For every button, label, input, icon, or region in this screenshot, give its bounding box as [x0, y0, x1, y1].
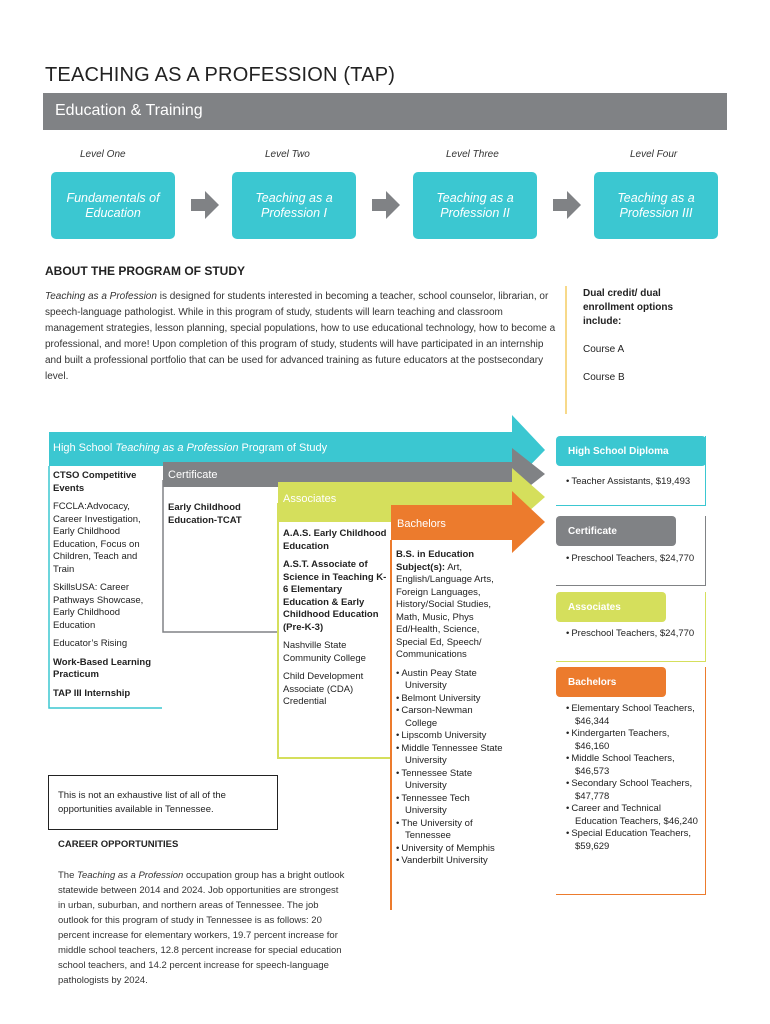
note-box: [48, 775, 278, 830]
level-three-course: Teaching as a Profession II: [413, 172, 537, 239]
certificate-arrow-label: Certificate: [168, 469, 218, 481]
level-four-label: Level Four: [630, 149, 678, 160]
list-item: Kindergarten Teachers, $46,160: [566, 728, 701, 753]
career-body-prefix: The: [58, 870, 78, 881]
list-item: The University of Tennessee: [396, 818, 506, 843]
bachelors-jobs: Elementary School Teachers, $46,344 Kind…: [566, 703, 701, 853]
hs-column: CTSO Competitive Events FCCLA:Advocacy, …: [53, 470, 158, 706]
list-item: Carson-Newman College: [396, 705, 506, 730]
hs-arrow-italic: Teaching as a Profession: [115, 442, 239, 454]
list-item: University of Memphis: [396, 843, 506, 856]
hs-arrow-label: High School Teaching as a Profession Pro…: [53, 442, 327, 454]
cda-credential: Child Development Associate (CDA) Creden…: [283, 671, 364, 707]
associates-arrow-label: Associates: [283, 493, 337, 505]
bachelors-column: B.S. in Education Subject(s): Art, Engli…: [396, 549, 506, 868]
list-item: Teacher Assistants, $19,493: [566, 476, 701, 489]
career-body-text: occupation group has a bright outlook st…: [58, 870, 345, 986]
bachelors-badge: Bachelors: [556, 667, 666, 697]
list-item: Lipscomb University: [396, 730, 506, 743]
level-three-label: Level Three: [446, 149, 499, 160]
list-item: Vanderbilt University: [396, 855, 506, 868]
about-body-italic: Teaching as a Profession: [45, 291, 157, 302]
hs-diploma-jobs: Teacher Assistants, $19,493: [566, 476, 701, 489]
career-heading: CAREER OPPORTUNITIES: [58, 839, 179, 850]
certificate-column: Early Childhood Education-TCAT: [168, 502, 273, 533]
level-one-course: Fundamentals of Education: [51, 172, 175, 239]
level-two-label: Level Two: [265, 149, 310, 160]
list-item: Elementary School Teachers, $46,344: [566, 703, 701, 728]
course-a: Course A: [583, 344, 625, 355]
list-item: Austin Peay State University: [396, 668, 506, 693]
bs-subjects: Art, English/Language Arts, Foreign Lang…: [396, 561, 494, 661]
list-item: Middle Tennessee State University: [396, 743, 506, 768]
career-body: The Teaching as a Profession occupation …: [58, 868, 348, 988]
list-item: Preschool Teachers, $24,770: [566, 553, 701, 566]
certificate-column-outline: [162, 480, 278, 633]
list-item: Preschool Teachers, $24,770: [566, 628, 701, 641]
hs-diploma-badge: High School Diploma: [556, 436, 706, 466]
level-arrow-icon: [372, 191, 400, 219]
list-item: Middle School Teachers, $46,573: [566, 753, 701, 778]
list-item: Belmont University: [396, 693, 506, 706]
associates-panel: [556, 592, 706, 662]
associates-jobs: Preschool Teachers, $24,770: [566, 628, 701, 641]
bachelors-arrow: [391, 491, 545, 553]
level-arrow-icon: [191, 191, 219, 219]
list-item: Career and Technical Education Teachers,…: [566, 803, 701, 828]
cluster-banner: Education & Training: [43, 93, 727, 130]
hs-column-outline: [48, 466, 162, 709]
hs-arrow-prefix: High School: [53, 442, 116, 454]
fccla-events: FCCLA:Advocacy, Career Investigation, Ea…: [53, 501, 141, 575]
wbl-practicum: Work-Based Learning Practicum: [53, 656, 152, 681]
cluster-banner-label: Education & Training: [55, 102, 203, 119]
bachelors-arrow-label: Bachelors: [397, 518, 446, 530]
note-text: This is not an exhaustive list of all of…: [58, 790, 226, 815]
hs-arrow: [49, 415, 545, 484]
certificate-item: Early Childhood Education-TCAT: [168, 502, 242, 526]
dual-credit-heading: Dual credit/ dual enrollment options inc…: [583, 288, 673, 327]
associates-school: Nashville State Community College: [283, 640, 366, 664]
about-body-text: is designed for students interested in b…: [45, 291, 556, 382]
level-two-course: Teaching as a Profession I: [232, 172, 356, 239]
level-one-label: Level One: [80, 149, 126, 160]
course-b: Course B: [583, 372, 625, 383]
associates-column: A.A.S. Early Childhood Education A.S.T. …: [283, 528, 389, 715]
certificate-badge: Certificate: [556, 516, 676, 546]
hs-arrow-suffix: Program of Study: [238, 442, 328, 454]
bachelors-panel: [556, 667, 706, 895]
tap-internship: TAP III Internship: [53, 687, 131, 699]
level-arrow-icon: [553, 191, 581, 219]
certificate-jobs: Preschool Teachers, $24,770: [566, 553, 701, 566]
career-body-italic: Teaching as a Profession: [77, 870, 184, 881]
associates-column-outline: [277, 503, 391, 759]
associates-badge: Associates: [556, 592, 666, 622]
ctso-heading: CTSO Competitive Events: [53, 470, 137, 494]
bachelors-school-list: Austin Peay State University Belmont Uni…: [396, 668, 506, 868]
list-item: Secondary School Teachers, $47,778: [566, 778, 701, 803]
bs-degree-heading: B.S. in Education Subject(s):: [396, 549, 475, 573]
skillsusa-events: SkillsUSA: Career Pathways Showcase, Ear…: [53, 582, 144, 631]
educators-rising: Educator’s Rising: [53, 638, 128, 649]
page-title: TEACHING AS A PROFESSION (TAP): [45, 64, 396, 86]
about-divider: [565, 286, 567, 414]
ast-degree: A.S.T. Associate of Science in Teaching …: [283, 559, 387, 633]
certificate-panel: [556, 516, 706, 586]
list-item: Tennessee State University: [396, 768, 506, 793]
about-heading: ABOUT THE PROGRAM OF STUDY: [45, 264, 245, 278]
aas-degree: A.A.S. Early Childhood Education: [283, 528, 387, 552]
level-four-course: Teaching as a Profession III: [594, 172, 718, 239]
list-item: Special Education Teachers, $59,629: [566, 828, 701, 853]
list-item: Tennessee Tech University: [396, 793, 506, 818]
about-body: Teaching as a Profession is designed for…: [45, 289, 560, 385]
hs-diploma-panel: [556, 436, 706, 506]
